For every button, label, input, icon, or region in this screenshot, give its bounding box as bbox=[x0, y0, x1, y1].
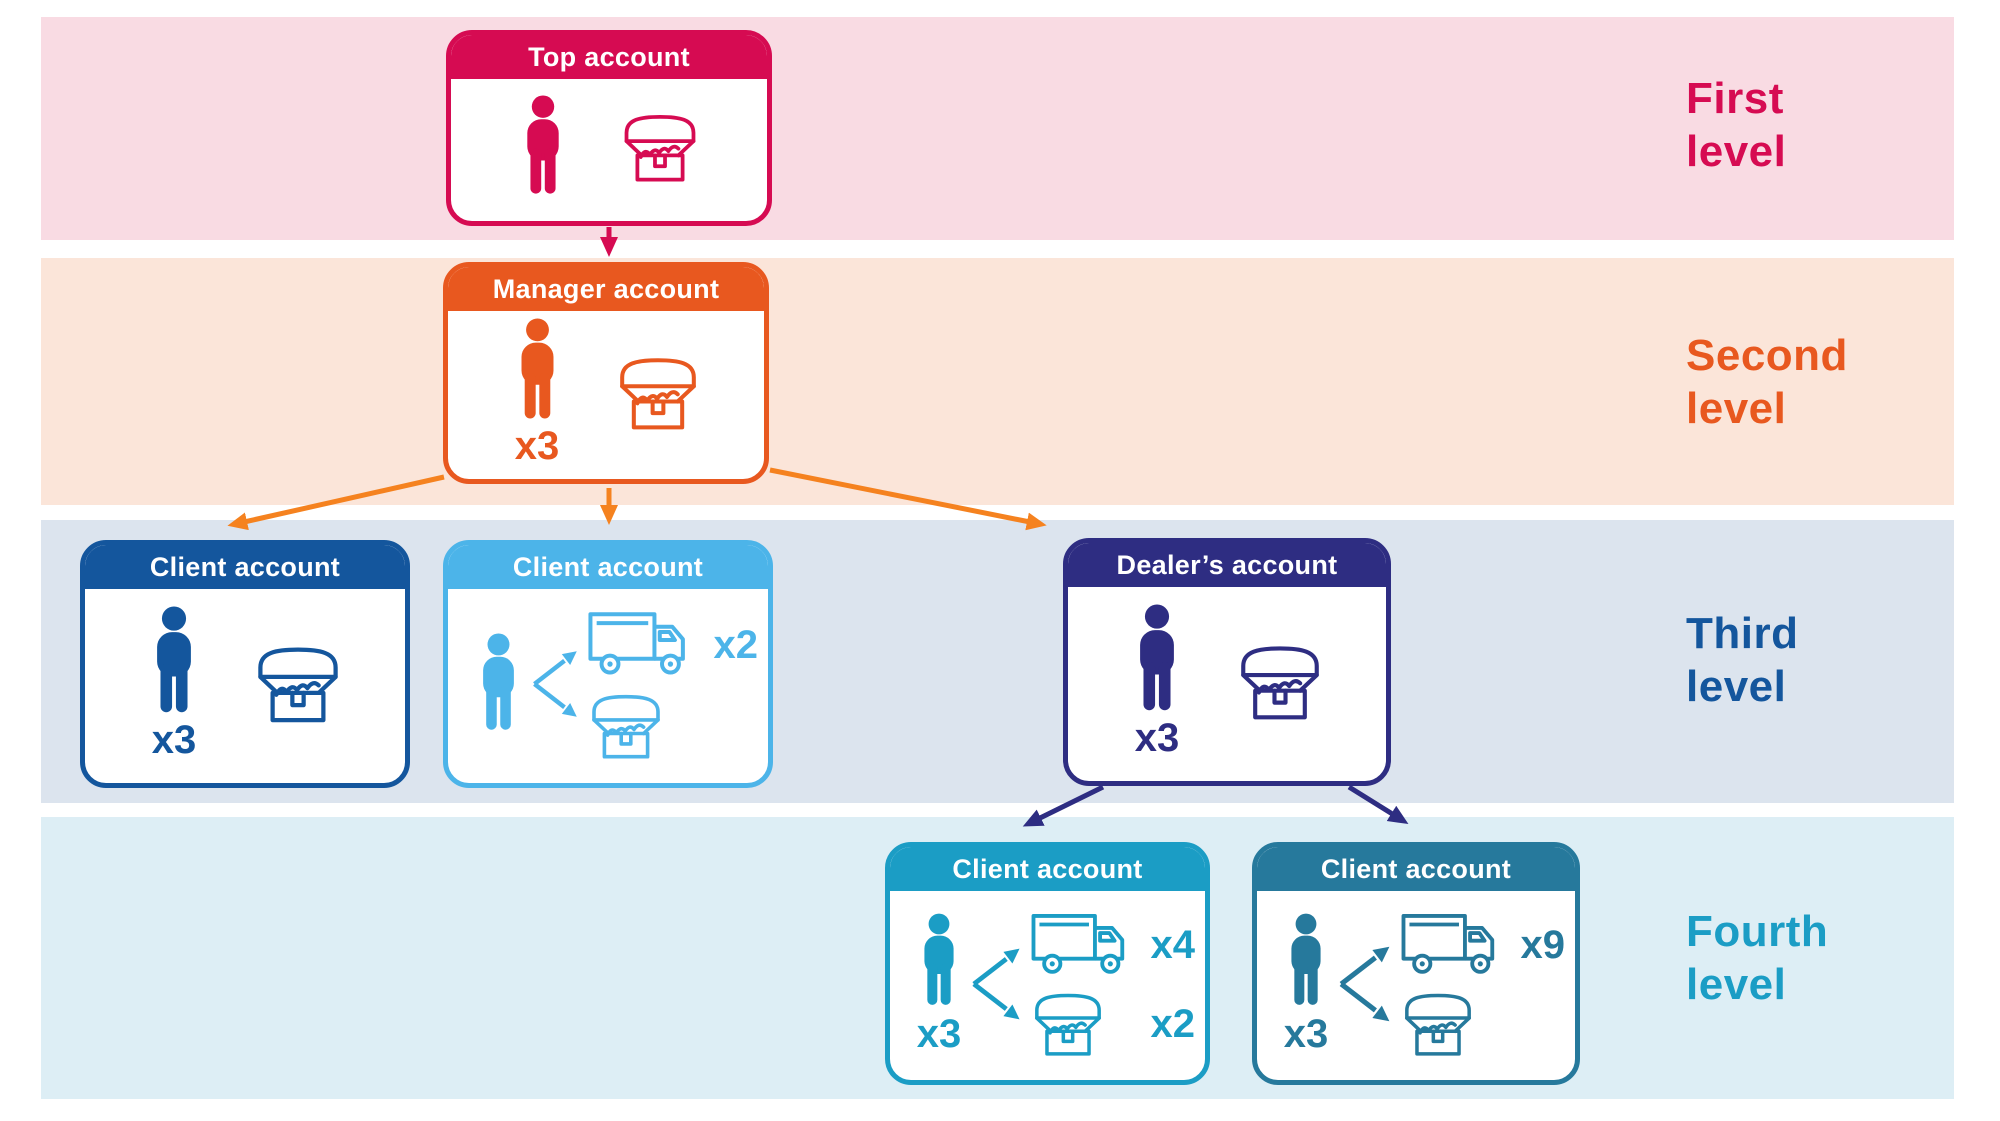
level-label-line: level bbox=[1686, 661, 1787, 711]
truck-multiplier: x9 bbox=[1520, 923, 1566, 967]
truck-icon bbox=[1399, 910, 1507, 980]
person-icon bbox=[1128, 604, 1186, 716]
person-icon bbox=[914, 913, 964, 1010]
level-label-third: Third level bbox=[1686, 608, 1798, 714]
person-icon bbox=[472, 633, 525, 735]
truck-multiplier: x4 bbox=[1150, 923, 1196, 967]
card-title: Client account bbox=[85, 545, 405, 589]
distribution-arrows-icon bbox=[968, 927, 1023, 1041]
person-multiplier: x3 bbox=[1283, 1012, 1329, 1056]
level-label-line: level bbox=[1686, 383, 1787, 433]
person-multiplier: x3 bbox=[1134, 716, 1180, 760]
band-first-level bbox=[41, 17, 1954, 240]
level-label-line: level bbox=[1686, 959, 1787, 1009]
treasure-chest-icon bbox=[613, 354, 703, 431]
distribution-arrows-icon bbox=[1335, 927, 1393, 1041]
treasure-chest-icon bbox=[618, 111, 702, 183]
card-client-account-third-left: Client account x3 bbox=[80, 540, 410, 788]
truck-multiplier: x2 bbox=[713, 622, 759, 667]
level-label-line: Second bbox=[1686, 331, 1848, 380]
treasure-chest-icon bbox=[1399, 990, 1477, 1057]
level-label-line: Third bbox=[1686, 609, 1799, 658]
level-label-second: Second level bbox=[1686, 330, 1848, 436]
person-multiplier: x3 bbox=[151, 718, 197, 762]
card-client-account-fourth-right: Client account x3 x9 bbox=[1252, 842, 1580, 1085]
card-title: Dealer’s account bbox=[1068, 543, 1386, 587]
person-icon bbox=[1281, 913, 1331, 1010]
truck-icon bbox=[586, 608, 698, 681]
person-icon bbox=[516, 95, 570, 199]
card-title: Top account bbox=[451, 35, 767, 79]
person-icon bbox=[145, 606, 203, 718]
chest-multiplier: x2 bbox=[1150, 1001, 1196, 1046]
card-client-account-third-mid: Client account x2 bbox=[443, 540, 773, 788]
card-title: Client account bbox=[1257, 847, 1575, 891]
level-label-line: Fourth bbox=[1686, 907, 1829, 956]
card-manager-account: Manager account x3 bbox=[443, 262, 769, 484]
level-label-line: level bbox=[1686, 126, 1787, 176]
card-title: Manager account bbox=[448, 267, 764, 311]
truck-icon bbox=[1029, 910, 1137, 980]
card-dealer-account: Dealer’s account x3 bbox=[1063, 538, 1391, 786]
card-client-account-fourth-left: Client account x3 x4 x2 bbox=[885, 842, 1210, 1085]
treasure-chest-icon bbox=[1234, 642, 1326, 721]
person-multiplier: x3 bbox=[514, 424, 560, 468]
level-label-first: First level bbox=[1686, 73, 1786, 179]
card-title: Client account bbox=[890, 847, 1205, 891]
level-label-line: First bbox=[1686, 74, 1784, 123]
person-icon bbox=[510, 318, 565, 424]
treasure-chest-icon bbox=[1029, 990, 1107, 1057]
treasure-chest-icon bbox=[251, 643, 345, 724]
card-top-account: Top account bbox=[446, 30, 772, 226]
card-title: Client account bbox=[448, 545, 768, 589]
distribution-arrows-icon bbox=[529, 624, 580, 744]
level-label-fourth: Fourth level bbox=[1686, 906, 1828, 1012]
treasure-chest-icon bbox=[586, 691, 666, 760]
band-second-level bbox=[41, 258, 1954, 505]
person-multiplier: x3 bbox=[916, 1012, 962, 1056]
